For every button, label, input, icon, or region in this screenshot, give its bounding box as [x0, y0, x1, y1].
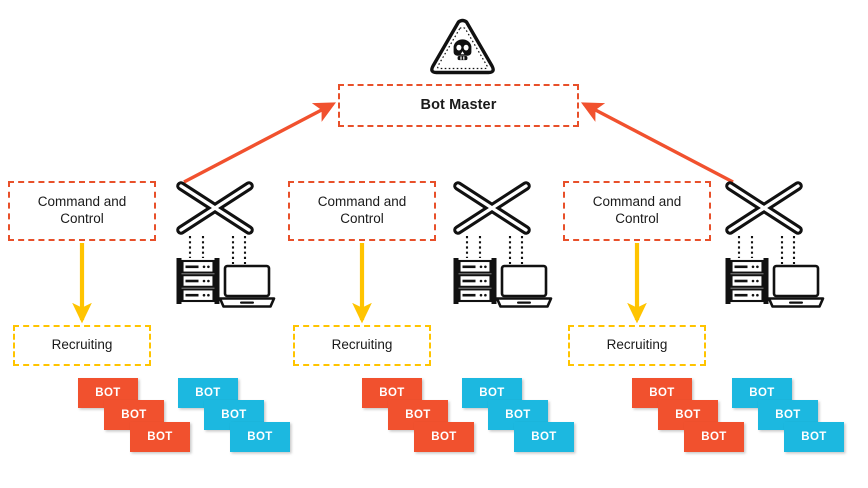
bot-label: BOT [405, 409, 431, 421]
bot-label: BOT [701, 431, 727, 443]
bot-group-3: BOT BOT BOT BOT BOT BOT [632, 378, 868, 468]
bot-label: BOT [147, 431, 173, 443]
network-nodes-icon-2 [454, 186, 552, 307]
bot-label: BOT [95, 387, 121, 399]
bot-label: BOT [531, 431, 557, 443]
command-and-control-box-2[interactable]: Command and Control [288, 181, 436, 241]
bot-master-label: Bot Master [420, 97, 497, 114]
bot-card[interactable]: BOT [414, 422, 474, 452]
command-and-control-label: Command and Control [592, 194, 682, 226]
bot-label: BOT [801, 431, 827, 443]
bot-card[interactable]: BOT [784, 422, 844, 452]
recruiting-label: Recruiting [606, 337, 668, 353]
arrow-to-bot-master-left [183, 102, 337, 184]
bot-label: BOT [675, 409, 701, 421]
bot-group-2: BOT BOT BOT BOT BOT BOT [362, 378, 612, 468]
command-and-control-box-1[interactable]: Command and Control [8, 181, 156, 241]
bot-label: BOT [749, 387, 775, 399]
bot-group-1: BOT BOT BOT BOT BOT BOT [78, 378, 328, 468]
command-and-control-label: Command and Control [37, 194, 127, 226]
bot-card[interactable]: BOT [514, 422, 574, 452]
recruiting-box-2[interactable]: Recruiting [293, 325, 431, 366]
bot-label: BOT [775, 409, 801, 421]
arrow-to-bot-master-right [580, 102, 734, 184]
bot-label: BOT [195, 387, 221, 399]
bot-label: BOT [379, 387, 405, 399]
bot-card[interactable]: BOT [130, 422, 190, 452]
recruiting-label: Recruiting [51, 337, 113, 353]
network-nodes-icon-1 [177, 186, 275, 307]
recruiting-box-3[interactable]: Recruiting [568, 325, 706, 366]
bot-label: BOT [221, 409, 247, 421]
bot-label: BOT [479, 387, 505, 399]
skull-hazard-icon [430, 18, 495, 75]
command-and-control-label: Command and Control [317, 194, 407, 226]
recruiting-box-1[interactable]: Recruiting [13, 325, 151, 366]
bot-label: BOT [121, 409, 147, 421]
bot-card[interactable]: BOT [230, 422, 290, 452]
bot-label: BOT [505, 409, 531, 421]
recruiting-label: Recruiting [331, 337, 393, 353]
bot-card[interactable]: BOT [684, 422, 744, 452]
network-nodes-icon-3 [726, 186, 824, 307]
command-and-control-box-3[interactable]: Command and Control [563, 181, 711, 241]
bot-label: BOT [431, 431, 457, 443]
bot-label: BOT [247, 431, 273, 443]
bot-master-box[interactable]: Bot Master [338, 84, 579, 127]
bot-label: BOT [649, 387, 675, 399]
